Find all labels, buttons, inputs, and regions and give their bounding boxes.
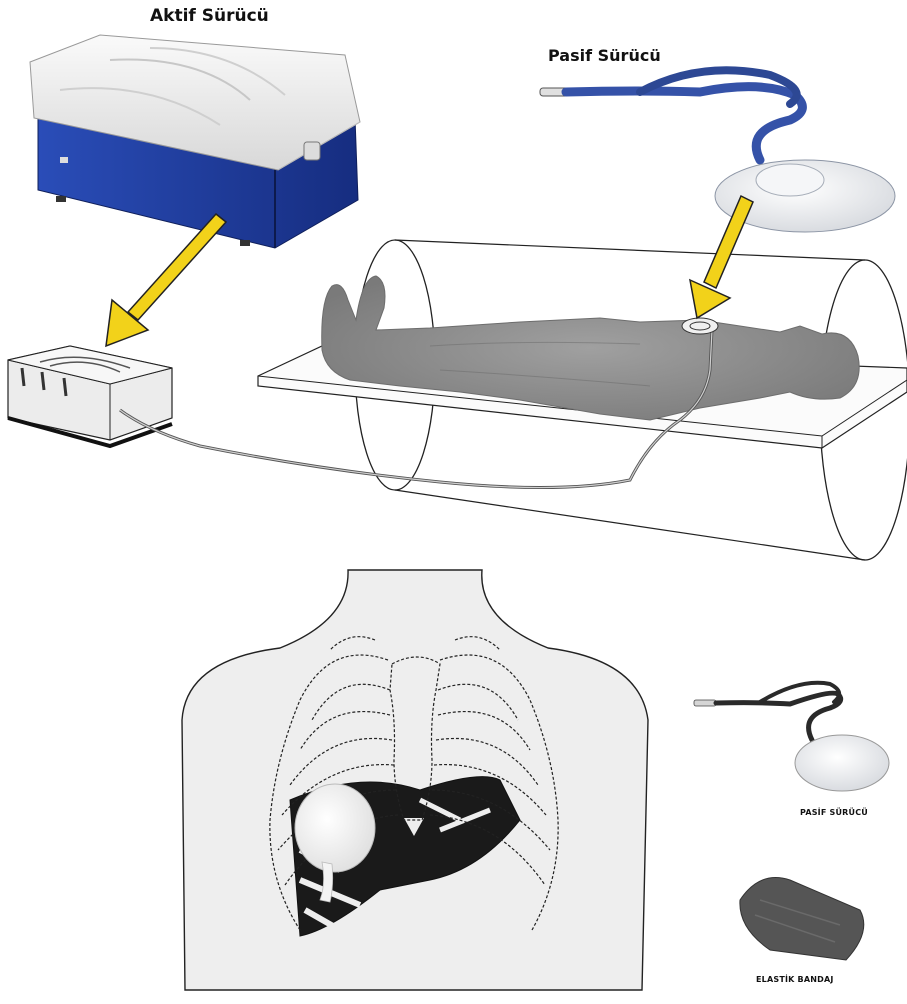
active-driver-unit xyxy=(30,35,360,248)
small-driver-box xyxy=(8,346,172,446)
active-driver-arrow xyxy=(106,214,226,346)
passive-driver-small-label: PASİF SÜRÜCÜ xyxy=(800,808,868,817)
passive-driver-label: Pasif Sürücü xyxy=(548,46,661,65)
active-driver-label: Aktif Sürücü xyxy=(150,6,269,26)
passive-driver-device xyxy=(540,70,895,232)
elastic-bandage-label: ELASTİK BANDAJ xyxy=(756,975,834,984)
passive-driver-arrow xyxy=(690,196,753,318)
elastic-bandage xyxy=(740,878,864,961)
pad-on-patient xyxy=(682,318,718,334)
small-passive-driver xyxy=(694,683,889,791)
torso-outline xyxy=(182,570,648,990)
